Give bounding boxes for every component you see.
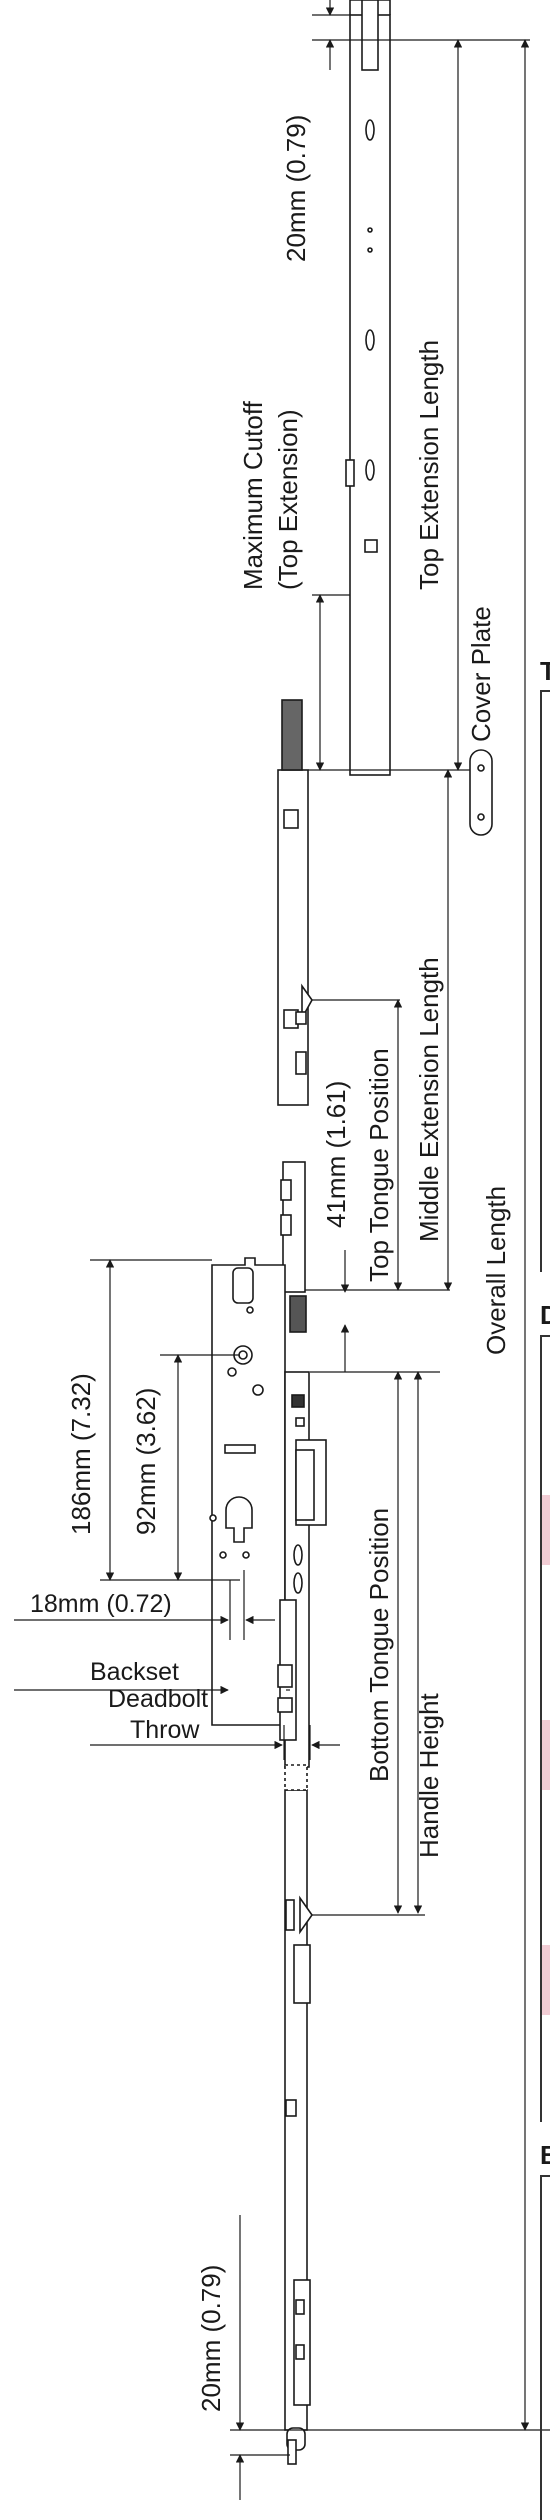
- 41mm-label: 41mm (1.61): [321, 1081, 351, 1228]
- table-highlight-row: [542, 1720, 550, 1790]
- maximum-cutoff-label-2: (Top Extension): [273, 409, 303, 590]
- maximum-cutoff-label-1: Maximum Cutoff: [238, 400, 268, 590]
- table-letter-middle: D: [540, 1300, 550, 1330]
- overall-length-label: Overall Length: [481, 1186, 511, 1355]
- top-extension-rod: [345, 0, 391, 776]
- middle-extension-length-label: Middle Extension Length: [414, 957, 444, 1242]
- middle-section: [277, 699, 313, 1106]
- 186mm-label: 186mm (7.32): [66, 1373, 96, 1535]
- throw-label: Throw: [130, 1716, 200, 1744]
- dimension-lines: [14, 0, 550, 2500]
- table-highlight-row: [542, 1945, 550, 2015]
- bottom-tongue-position-label: Bottom Tongue Position: [364, 1508, 394, 1782]
- lock-case: [209, 1257, 286, 1726]
- bottom-20mm-label: 20mm (0.79): [196, 2265, 226, 2412]
- backset-label: Backset: [90, 1658, 179, 1686]
- table-letter-bottom: B: [540, 2140, 550, 2170]
- table-letter-top: T: [540, 656, 550, 686]
- table-highlight-row: [542, 1495, 550, 1565]
- top-extension-length-label: Top Extension Length: [414, 340, 444, 590]
- forend: [277, 1371, 327, 1768]
- cover-plate: [469, 749, 493, 836]
- top-tongue-position-label: Top Tongue Position: [364, 1048, 394, 1282]
- cover-plate-label: Cover Plate: [466, 606, 496, 742]
- 18mm-label: 18mm (0.72): [30, 1590, 172, 1618]
- handle-height-label: Handle Height: [414, 1692, 444, 1858]
- table-fragment-bottom: [540, 2175, 550, 2520]
- table-fragment-top: [540, 690, 550, 1272]
- 92mm-label: 92mm (3.62): [131, 1388, 161, 1535]
- lower-rod: [284, 1764, 313, 2465]
- upper-lock-section: [280, 1161, 307, 1333]
- top-20mm-label: 20mm (0.79): [281, 115, 311, 262]
- deadbolt-label: Deadbolt: [108, 1685, 208, 1713]
- table-fragment-middle: [540, 1335, 550, 2122]
